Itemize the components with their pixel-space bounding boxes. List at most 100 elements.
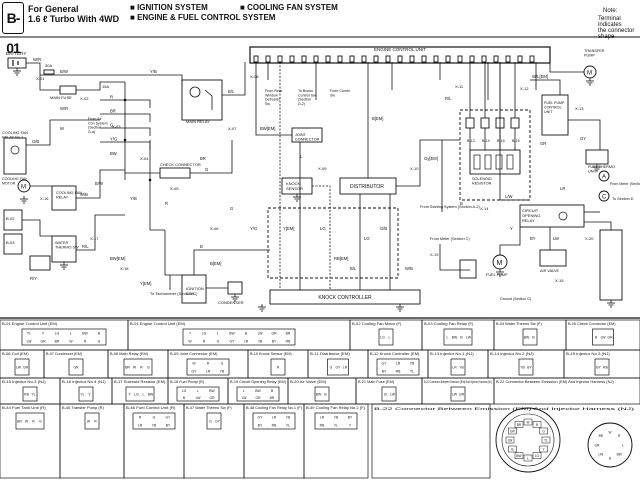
- connector-tag: X-05: [170, 186, 179, 191]
- connector-pin-label: LG: [55, 332, 60, 336]
- check-wire-2: [190, 140, 233, 174]
- connector-pin-label: G: [209, 420, 212, 424]
- system-engine-fuel: ■ ENGINE & FUEL CONTROL SYSTEM: [130, 13, 276, 22]
- round-connector-pin-label: L: [527, 456, 529, 460]
- connector-pin-label: LW: [452, 393, 458, 397]
- resistor-element: [473, 154, 481, 170]
- round-connector-b22: [495, 407, 561, 473]
- relay-feed-wire: [125, 74, 183, 85]
- connector-tag: X-07: [228, 126, 237, 131]
- connector-title: B-48 Cooling Fan Relay No.1 (F): [246, 406, 302, 410]
- connector-pin-label: BW: [452, 336, 458, 340]
- connector-shape: [376, 358, 420, 376]
- harness-wire: [100, 113, 151, 122]
- ecu-terminal: [277, 55, 283, 63]
- resistor-element: [495, 154, 503, 170]
- connector-cell: [493, 377, 640, 405]
- connector-title: B-06 Coil (EM): [2, 352, 29, 356]
- wire-junction: [123, 98, 127, 102]
- connector-title: B-19 Circuit Opening Relay (EM): [230, 380, 286, 384]
- connector-title: B-16 Injector No.4 (NJ): [62, 380, 106, 384]
- connector-shape: [14, 358, 30, 376]
- connector-shape: [78, 386, 94, 402]
- connector-shape: [443, 328, 473, 346]
- relay-coil-symbol: [189, 86, 201, 98]
- wire-color-label: W/B: [405, 266, 413, 271]
- wire-color-label: LR: [560, 186, 565, 191]
- connector-tag: X-19: [430, 252, 439, 257]
- connector-pin-label: RB: [396, 370, 401, 374]
- connector-pin-label: BR: [17, 420, 22, 424]
- wire-color-label: B: [460, 201, 463, 206]
- to-tachometer-label: To Tachometer (Section C): [150, 291, 198, 296]
- connector-pin-label: BY: [258, 424, 263, 428]
- connector-pin-label: Y: [128, 393, 131, 397]
- ecu-terminal: [253, 55, 259, 63]
- round-connector-pin: [532, 421, 542, 428]
- connector-shape: [327, 358, 349, 376]
- wire-color-label: LG: [364, 236, 370, 241]
- thermo-sw-aux-box: [29, 255, 51, 271]
- wire-color-label: G: [110, 123, 113, 128]
- connector-pin-label: BW: [82, 332, 88, 336]
- ecu-terminal: [337, 55, 343, 63]
- condenser-label: CONDENSER: [218, 300, 244, 305]
- connector-tag: X-14: [480, 206, 489, 211]
- wire-color-label: Y/B: [130, 196, 137, 201]
- main-fuse-label: MAIN FUSE: [50, 95, 72, 100]
- wire-color-label: Y/G: [110, 137, 117, 142]
- wire-color-label: BY: [530, 236, 536, 241]
- connector-pin-label: B: [460, 336, 463, 340]
- round-connector-pin-label: BW: [516, 454, 521, 458]
- connector-pin-label: LG: [134, 393, 139, 397]
- connector-title: B-44 Fuel Tank Unit (R): [2, 406, 46, 410]
- ecu-terminal: [505, 55, 511, 63]
- connector-pin-label: YL: [334, 424, 338, 428]
- connector-pin-label: LW: [242, 396, 248, 400]
- round-connector-pin-label: L: [622, 443, 624, 447]
- vertical-bus-wire-2: [149, 140, 165, 231]
- round-connector-pin-label: W: [526, 420, 529, 424]
- ecu-terminal: [517, 55, 523, 63]
- connector-shape: [450, 358, 466, 376]
- connector-pin-label: BY: [166, 424, 171, 428]
- wire-color-label: W/R: [33, 57, 41, 62]
- injector-harness-region: [459, 109, 531, 201]
- round-connector-pin: [532, 452, 542, 459]
- fuse-30a: [43, 69, 55, 75]
- connector-tag: X-01: [36, 76, 45, 81]
- connector-pin-label: YL: [410, 370, 414, 374]
- connector-pin-label: YB: [410, 362, 415, 366]
- connector-pin-label: LR: [452, 366, 457, 370]
- connector-shape: [378, 328, 394, 346]
- connector-title: B-04 Water Thermo Sw (F): [496, 322, 542, 326]
- connector-title: B-11 Distributor (EM): [310, 352, 350, 356]
- wire-color-label: G: [230, 206, 233, 211]
- right-ground-wire: [584, 221, 612, 230]
- wire-color-label: BR: [110, 109, 116, 114]
- b03-connector-block: [3, 233, 23, 255]
- connector-pin-label: R: [203, 340, 206, 344]
- connector-shape: [68, 358, 84, 376]
- connector-pin-label: BY: [596, 366, 601, 370]
- connector-title: B-22 Connector Between Emission (EM) And…: [496, 380, 614, 384]
- connector-pin-label: BW: [229, 332, 235, 336]
- round-connector-pin: [539, 445, 548, 453]
- connector-pin-label: GY: [215, 420, 221, 424]
- connector-pin-label: BY: [348, 416, 353, 420]
- round-connector-pin-label: B: [609, 456, 611, 460]
- connector-pin-label: LW: [27, 340, 33, 344]
- thermo-unit-wire: [568, 119, 601, 150]
- connector-pin-label: Y: [42, 332, 45, 336]
- connector-pin-label: LG: [182, 389, 187, 393]
- connector-pin-label: GR: [40, 340, 46, 344]
- air-valve-label: AIR VALVE: [540, 269, 560, 273]
- connector-pin-label: R: [277, 366, 280, 370]
- resistor-element: [506, 154, 514, 170]
- wire-color-label: W/L[EM]: [532, 74, 548, 79]
- connector-pin-label: YB: [286, 416, 291, 420]
- connector-title: B-02 Cooling Fan Motor (F): [352, 322, 401, 326]
- connector-pin-label: R: [94, 420, 97, 424]
